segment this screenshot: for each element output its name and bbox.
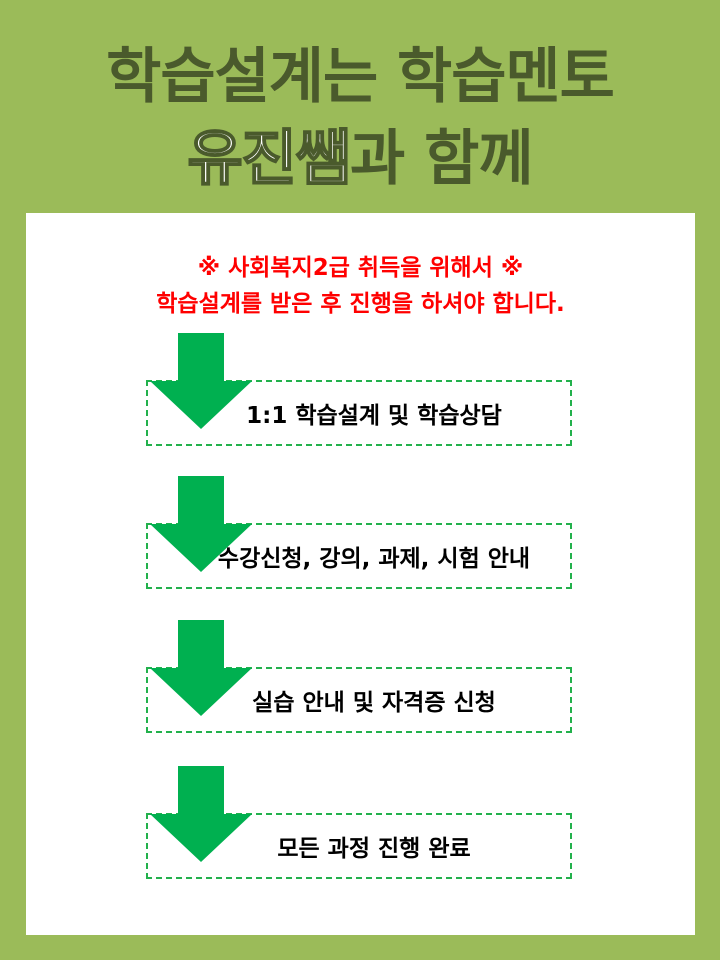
page-title-line1: 학습설계는 학습멘토	[106, 42, 615, 112]
down-arrow-icon	[150, 333, 252, 429]
title-highlight: 유진쌤	[186, 123, 352, 195]
step-4-box: 모든 과정 진행 완료	[146, 813, 572, 879]
step-4-label: 모든 과정 진행 완료	[277, 836, 471, 862]
notice-line2: 학습설계를 받은 후 진행을 하셔야 합니다.	[156, 291, 565, 317]
step-2-box: 수강신청, 강의, 과제, 시험 안내	[146, 523, 572, 589]
step-3-box: 실습 안내 및 자격증 신청	[146, 667, 572, 733]
step-3-label: 실습 안내 및 자격증 신청	[252, 690, 496, 716]
step-1-label: 1:1 학습설계 및 학습상담	[246, 403, 502, 429]
page-title-line2: 유진쌤과 함께	[0, 110, 720, 197]
content-panel: ※ 사회복지2급 취득을 위해서 ※ 학습설계를 받은 후 진행을 하셔야 합니…	[26, 213, 695, 935]
down-arrow-icon	[150, 476, 252, 572]
step-1-box: 1:1 학습설계 및 학습상담	[146, 380, 572, 446]
notice-line1: ※ 사회복지2급 취득을 위해서 ※	[197, 255, 524, 281]
down-arrow-icon	[150, 766, 252, 862]
step-2-label: 수강신청, 강의, 과제, 시험 안내	[217, 546, 531, 572]
down-arrow-icon	[150, 620, 252, 716]
title-rest: 과 함께	[350, 124, 533, 194]
